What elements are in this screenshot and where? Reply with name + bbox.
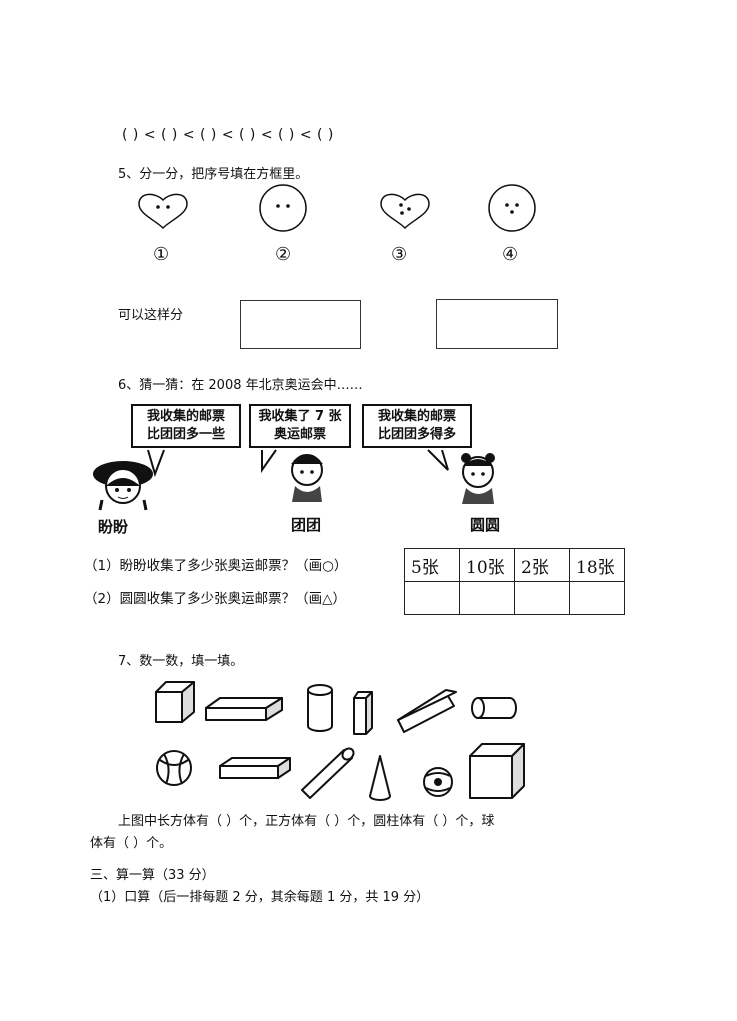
label-4: ④ (502, 244, 519, 265)
label-2: ② (275, 244, 292, 265)
cylinder-icon (301, 747, 355, 799)
cylinder-icon (307, 684, 333, 732)
heart-two-dots-icon (138, 193, 188, 230)
option-cell[interactable]: 10张 (459, 548, 515, 582)
question-7-title: 7、数一数，填一填。 (118, 654, 244, 669)
bubble-line: 我收集的邮票 (146, 409, 225, 424)
heart-three-dots-icon (380, 193, 430, 230)
answer-cell[interactable] (459, 581, 515, 615)
speech-bubble-tuantuan: 我收集了 7 张 奥运邮票 (249, 404, 351, 448)
divide-prompt: 可以这样分 (118, 308, 184, 323)
girl-panpan-icon (93, 461, 153, 511)
label-1: ① (153, 244, 170, 265)
option-cell[interactable]: 18张 (569, 548, 625, 582)
name-panpan: 盼盼 (98, 518, 129, 536)
answer-table: 5张 10张 2张 18张 (404, 548, 625, 615)
count-fill-line-1: 上图中长方体有（ ）个，正方体有（ ）个，圆柱体有（ ）个，球 (118, 814, 495, 829)
bubble-line: 比团团多一些 (146, 427, 225, 442)
answer-box-1[interactable] (240, 300, 361, 349)
bubble-line: 我收集的邮票 (377, 409, 456, 424)
question-6-2: （2）圆圆收集了多少张奥运邮票？（画△） (84, 591, 346, 607)
speech-bubble-yuanyuan: 我收集的邮票 比团团多得多 (362, 404, 472, 448)
count-fill-line-2: 体有（ ）个。 (90, 836, 173, 851)
question-6-1: （1）盼盼收集了多少张奥运邮票？（画○） (84, 558, 348, 574)
ordering-blanks: ( ) < ( ) < ( ) < ( ) < ( ) < ( ) (122, 127, 334, 143)
name-yuanyuan: 圆圆 (470, 516, 501, 534)
section-3-sub-1: （1）口算（后一排每题 2 分，其余每题 1 分，共 19 分） (90, 890, 430, 905)
q5-shapes (138, 184, 536, 232)
bubble-line: 比团团多得多 (377, 427, 456, 442)
solids-illustration (155, 681, 525, 801)
girl-yuanyuan-icon (461, 453, 495, 504)
section-3-title: 三、算一算（33 分） (90, 868, 215, 883)
answer-cell[interactable] (569, 581, 625, 615)
ball-icon (423, 767, 453, 797)
cuboid-icon (397, 689, 457, 733)
boy-tuantuan-icon (291, 454, 323, 502)
answer-box-2[interactable] (436, 299, 558, 349)
cuboid-icon (353, 691, 373, 735)
bubble-line: 奥运邮票 (273, 427, 326, 442)
cone-icon (369, 755, 391, 801)
circle-three-dots-icon (488, 184, 536, 232)
bubble-line: 我收集了 7 张 (258, 409, 342, 424)
answer-cell[interactable] (404, 581, 460, 615)
cuboid-icon (219, 757, 291, 779)
cube-icon (469, 743, 525, 799)
children-illustration (93, 449, 495, 511)
question-6-title: 6、猜一猜：在 2008 年北京奥运会中…… (118, 378, 363, 393)
cube-icon (155, 681, 195, 723)
label-3: ③ (391, 244, 408, 265)
answer-cell[interactable] (514, 581, 570, 615)
cylinder-icon (471, 697, 517, 719)
ball-icon (156, 750, 192, 786)
circle-two-dots-icon (259, 184, 307, 232)
question-5-title: 5、分一分，把序号填在方框里。 (118, 167, 309, 182)
name-tuantuan: 团团 (291, 516, 322, 534)
cuboid-icon (205, 697, 283, 721)
speech-bubble-panpan: 我收集的邮票 比团团多一些 (131, 404, 241, 448)
answer-row (404, 581, 625, 615)
option-cell[interactable]: 5张 (404, 548, 460, 582)
